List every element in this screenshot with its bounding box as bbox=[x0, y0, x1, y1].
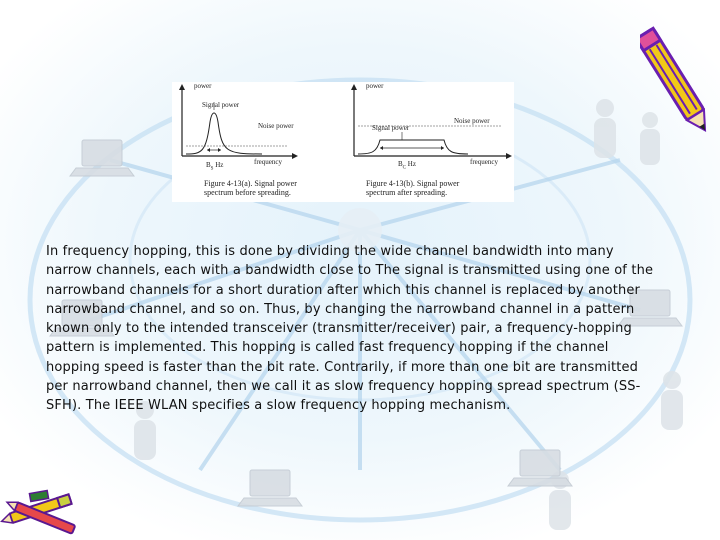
spectrum-plots bbox=[179, 84, 512, 159]
left-signal-label: Signal power bbox=[202, 101, 240, 109]
right-bandwidth-label: BC Hz bbox=[398, 160, 416, 171]
left-caption: Figure 4-13(a). Signal power spectrum be… bbox=[204, 179, 297, 197]
left-noise-label: Noise power bbox=[258, 122, 294, 130]
right-signal-label: Signal power bbox=[372, 124, 410, 132]
right-noise-label: Noise power bbox=[454, 117, 490, 125]
right-y-axis-label: power bbox=[366, 82, 384, 90]
right-x-axis-label: frequency bbox=[470, 158, 498, 166]
body-paragraph: In frequency hopping, this is done by di… bbox=[46, 244, 654, 414]
pencils-icon bbox=[0, 489, 76, 535]
left-y-axis-label: power bbox=[194, 82, 212, 90]
left-x-axis-label: frequency bbox=[254, 158, 282, 166]
left-bandwidth-label: BS Hz bbox=[206, 161, 224, 172]
spectrum-figure: power Signal power Noise power BS Hz fre… bbox=[172, 82, 514, 202]
right-caption: Figure 4-13(b). Signal power spectrum af… bbox=[366, 179, 460, 197]
pencil-icon bbox=[640, 26, 707, 132]
